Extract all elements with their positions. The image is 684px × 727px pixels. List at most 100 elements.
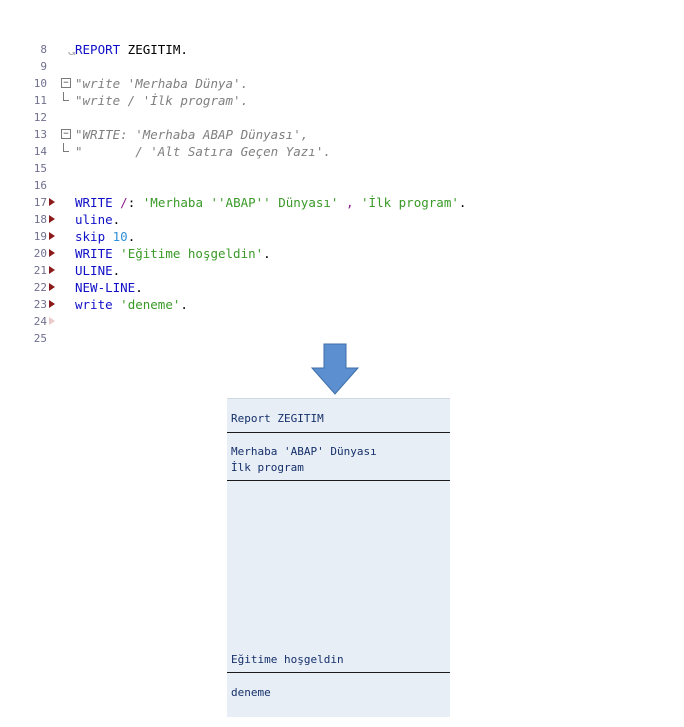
fold-toggle-icon[interactable]: − (61, 129, 71, 139)
fold-toggle-icon[interactable]: − (61, 78, 71, 88)
code-text: "write / 'İlk program'. (75, 92, 248, 109)
code-token: WRITE (75, 246, 113, 261)
output-title: Report ZEGITIM (231, 412, 324, 425)
output-separator (227, 480, 450, 481)
code-token: REPORT (75, 42, 121, 57)
code-token: . (127, 229, 136, 244)
abap-code-editor[interactable]: *&--------------------------------------… (0, 26, 684, 346)
code-line[interactable]: 10 −"write 'Merhaba Dünya'. (0, 75, 684, 92)
code-text: "write 'Merhaba Dünya'. (75, 75, 248, 92)
statement-marker-icon (49, 232, 55, 240)
code-line[interactable]: 11 "write / 'İlk program'. (0, 92, 684, 109)
code-token: / (112, 195, 128, 210)
report-output-panel: Report ZEGITIM Merhaba 'ABAP' Dünyası İl… (227, 398, 450, 717)
code-line[interactable]: 12 (0, 109, 684, 126)
line-number: 8 (40, 43, 47, 56)
line-number: 12 (33, 111, 47, 124)
code-text: " / 'Alt Satıra Geçen Yazı'. (75, 143, 331, 160)
line-number: 20 (33, 247, 47, 260)
line-number: 9 (40, 60, 47, 73)
code-line[interactable]: 25 (0, 330, 684, 347)
line-number: 17 (33, 196, 47, 209)
code-token: " / 'Alt Satıra Geçen Yazı'. (75, 144, 331, 159)
line-number: 15 (33, 162, 47, 175)
code-line[interactable]: 13 −"WRITE: 'Merhaba ABAP Dünyası', (0, 126, 684, 143)
code-line[interactable]: 18 uline. (0, 211, 684, 228)
statement-marker-icon (49, 283, 55, 291)
arrow-down-icon (311, 343, 359, 395)
line-number: 16 (33, 179, 47, 192)
statement-marker-icon (49, 300, 55, 308)
statement-marker-icon (49, 317, 55, 325)
code-token: 'Merhaba ''ABAP'' Dünyası' (142, 195, 339, 210)
code-token: . (180, 297, 188, 312)
line-number: 18 (33, 213, 47, 226)
code-token (105, 229, 113, 244)
code-text: NEW-LINE. (75, 279, 143, 296)
code-text: uline. (75, 211, 120, 228)
code-token: skip (75, 229, 106, 244)
code-line[interactable]: 23 write 'deneme'. (0, 296, 684, 313)
code-token: "write 'Merhaba Dünya'. (75, 76, 249, 91)
line-number: 21 (33, 264, 47, 277)
code-token: 'Eğitime hoşgeldin' (120, 246, 264, 261)
statement-marker-icon (49, 198, 55, 206)
code-text: WRITE 'Eğitime hoşgeldin'. (75, 245, 271, 262)
separator-comment-line: *&--------------------------------------… (60, 52, 640, 61)
code-token: 10 (112, 229, 128, 244)
separator-comment-text: *&--------------------------------------… (60, 52, 640, 59)
code-line[interactable]: 17 WRITE /: 'Merhaba ''ABAP'' Dünyası' , … (0, 194, 684, 211)
statement-marker-icon (49, 215, 55, 223)
line-number: 13 (33, 128, 47, 141)
code-token: . (112, 263, 121, 278)
code-token: write (75, 297, 113, 312)
code-line[interactable]: 14 " / 'Alt Satıra Geçen Yazı'. (0, 143, 684, 160)
line-number: 25 (33, 332, 47, 345)
code-token: "WRITE: 'Merhaba ABAP Dünyası', (75, 127, 309, 142)
statement-marker-icon (49, 266, 55, 274)
code-token: . (263, 246, 271, 261)
line-number: 23 (33, 298, 47, 311)
output-line: Eğitime hoşgeldin (231, 653, 344, 666)
line-number: 24 (33, 315, 47, 328)
code-line[interactable]: 20 WRITE 'Eğitime hoşgeldin'. (0, 245, 684, 262)
code-token: ZEGITIM. (120, 42, 188, 57)
code-line[interactable]: 24 (0, 313, 684, 330)
line-number: 11 (33, 94, 47, 107)
output-line: İlk program (231, 461, 304, 474)
code-token: NEW-LINE (75, 280, 136, 295)
fold-end-icon (63, 92, 69, 101)
code-token: 'deneme' (120, 297, 181, 312)
code-token: "write / 'İlk program'. (75, 93, 249, 108)
code-line[interactable]: 22 NEW-LINE. (0, 279, 684, 296)
line-number: 19 (33, 230, 47, 243)
code-token: , (345, 195, 354, 210)
code-line[interactable]: 15 (0, 160, 684, 177)
code-line[interactable]: 21 ULINE. (0, 262, 684, 279)
code-text: write 'deneme'. (75, 296, 188, 313)
output-line: deneme (231, 686, 271, 699)
line-number: 10 (33, 77, 47, 90)
code-token: WRITE (75, 195, 113, 210)
code-token (338, 195, 346, 210)
code-token: : (127, 195, 143, 210)
output-separator (227, 672, 450, 673)
code-line[interactable]: 16 (0, 177, 684, 194)
code-token: 'İlk program' (361, 195, 459, 210)
line-number: 22 (33, 281, 47, 294)
code-token: . (135, 280, 143, 295)
code-text: WRITE /: 'Merhaba ''ABAP'' Dünyası' , 'İ… (75, 194, 466, 211)
code-text: REPORT ZEGITIM. (75, 41, 188, 58)
code-line[interactable]: 8 REPORT ZEGITIM. (0, 41, 684, 58)
code-token: ULINE (75, 263, 113, 278)
code-token (354, 195, 362, 210)
code-token: uline (75, 212, 113, 227)
code-token: . (112, 212, 121, 227)
code-line[interactable]: 19 skip 10. (0, 228, 684, 245)
code-line[interactable]: 9 (0, 58, 684, 75)
output-separator (227, 432, 450, 433)
fold-end-icon (63, 143, 69, 152)
line-number: 14 (33, 145, 47, 158)
code-token: . (458, 195, 467, 210)
code-text: ULINE. (75, 262, 120, 279)
